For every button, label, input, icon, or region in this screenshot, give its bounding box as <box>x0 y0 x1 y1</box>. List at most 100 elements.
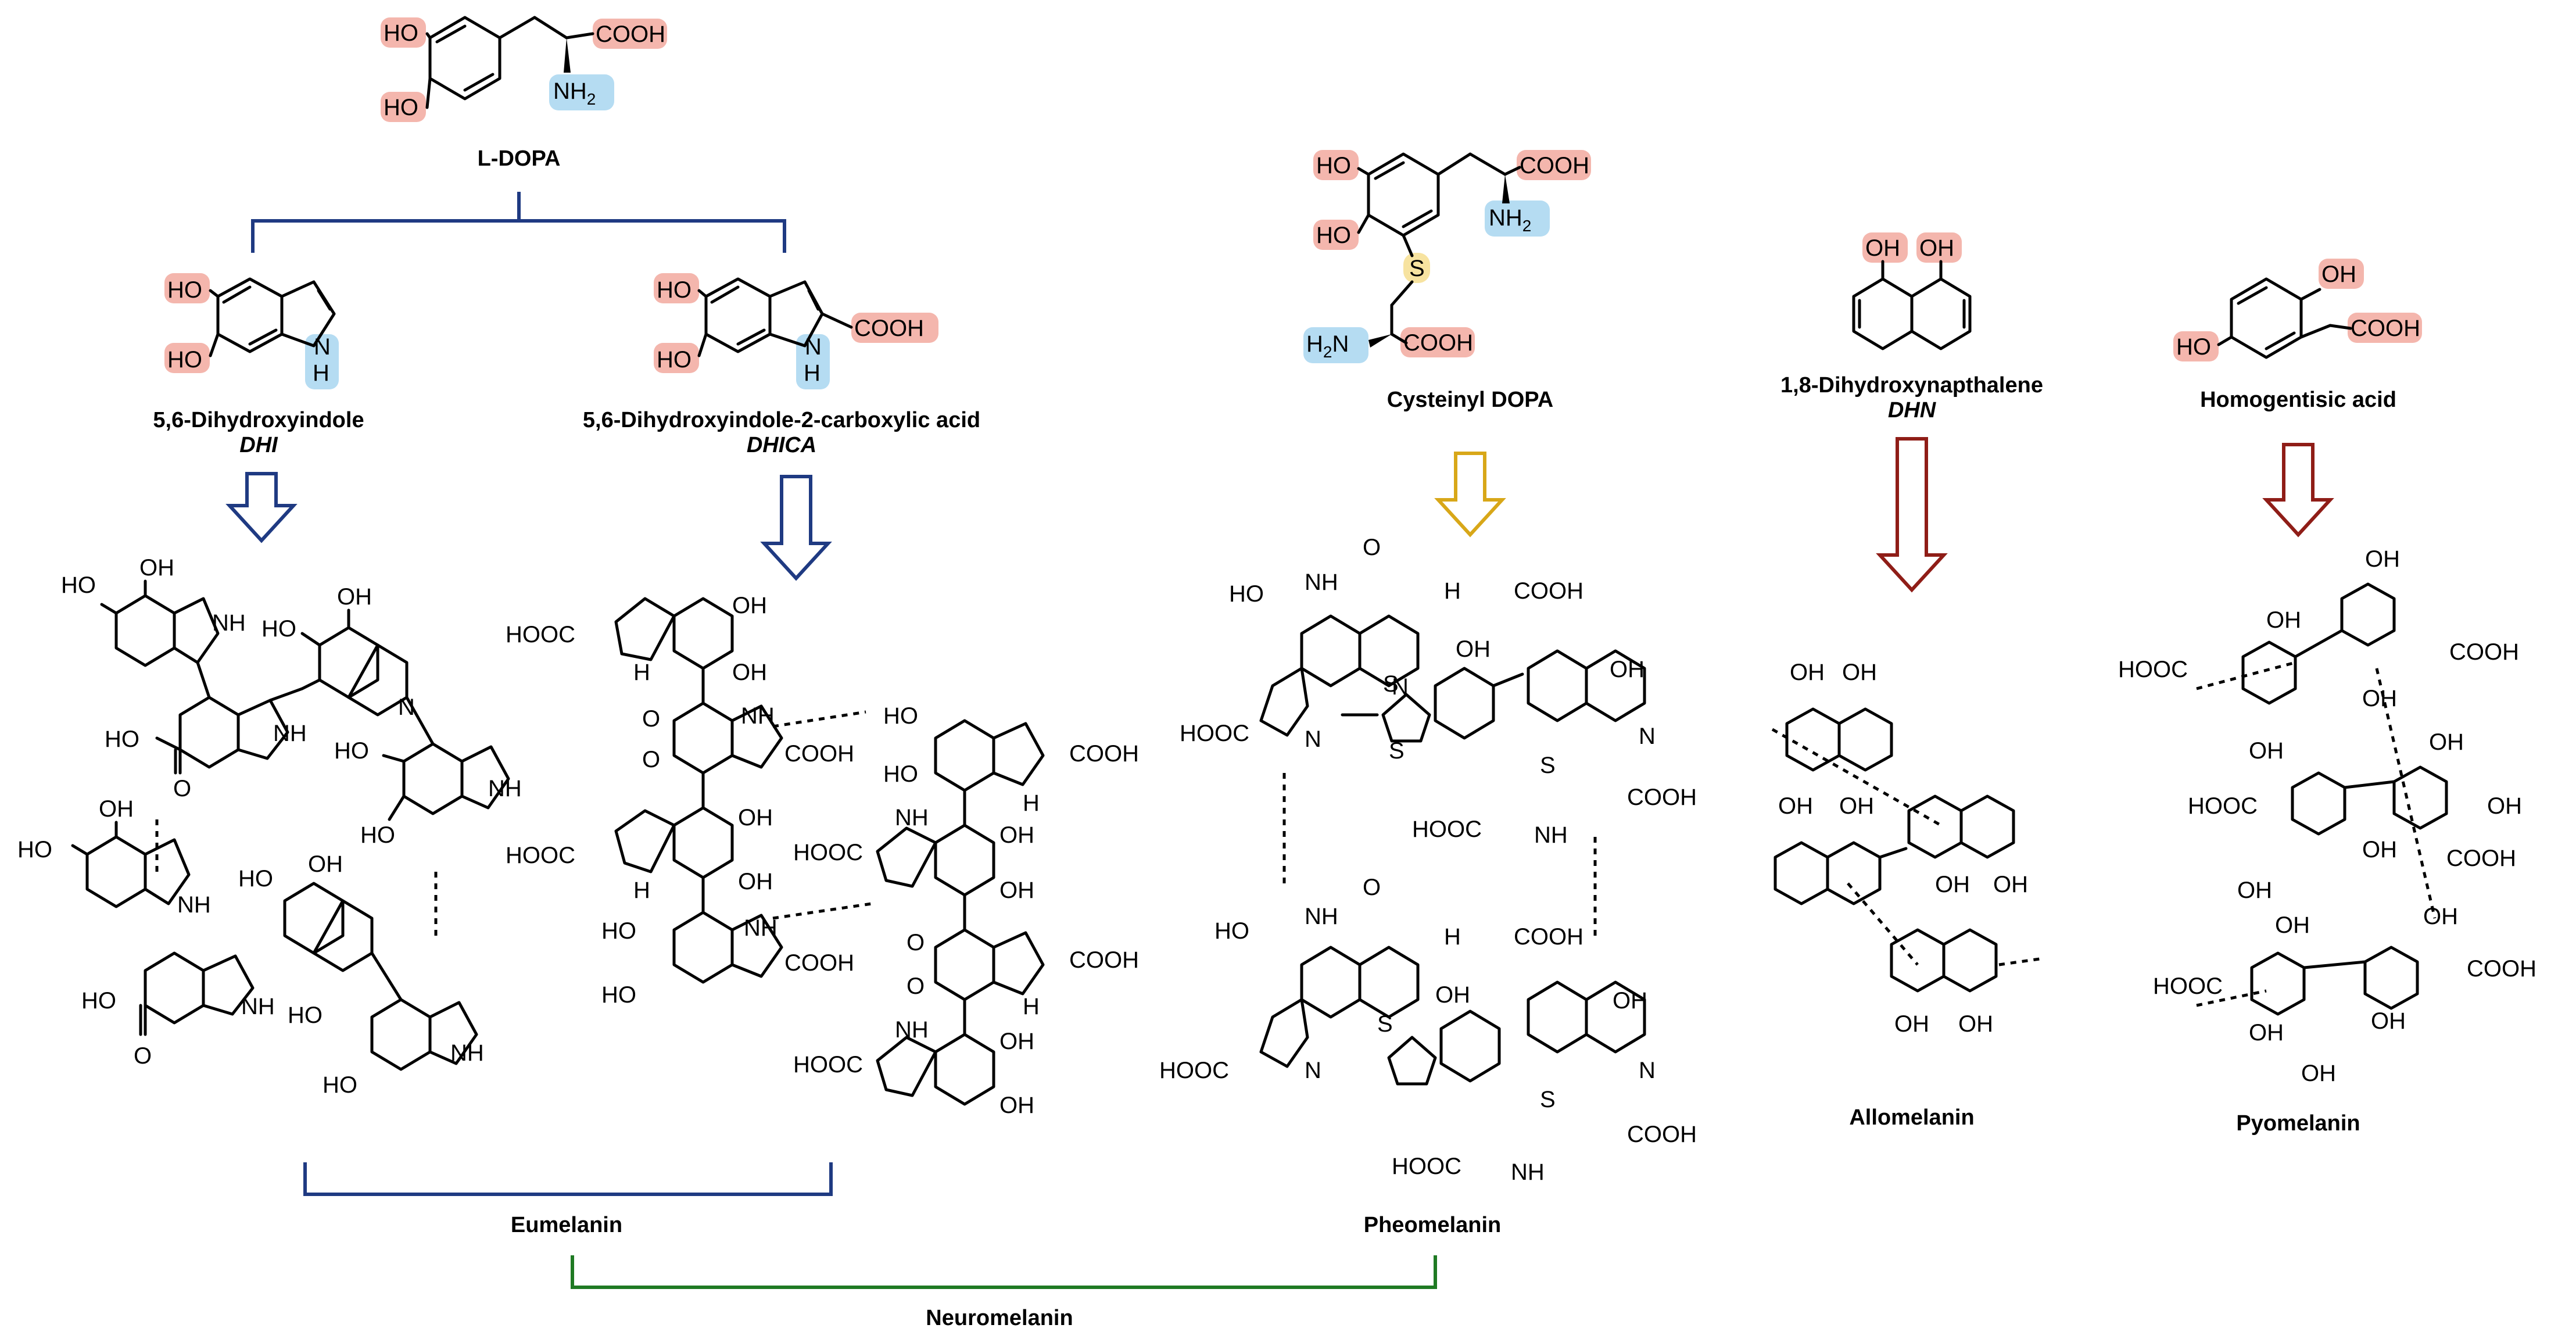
pyomelanin-label: Pyomelanin <box>2236 1111 2360 1136</box>
dhi-ho-label: HO <box>167 277 202 303</box>
nh-label: NH <box>273 721 307 746</box>
hydroxyl-highlight <box>1916 232 1962 263</box>
carboxyl-highlight <box>2348 313 2422 343</box>
dhn-oh-label: OH <box>1919 235 1954 261</box>
oh-label: OH <box>2423 904 2458 929</box>
oh-label: OH <box>1993 872 2028 897</box>
dhi-down-arrow <box>225 472 298 543</box>
hydroxyl-highlight <box>164 343 210 373</box>
h-label: H <box>633 878 650 903</box>
h-label: H <box>1023 994 1040 1019</box>
s-label: S <box>1540 1087 1556 1112</box>
oh-label: OH <box>1778 793 1813 819</box>
oh-label: OH <box>139 555 174 581</box>
oh-label: OH <box>1790 660 1825 685</box>
nh-label: NH <box>488 776 522 801</box>
o-label: O <box>173 776 191 801</box>
hydroxyl-highlight <box>381 17 426 48</box>
dhi-structure: HO HO N H 5,6-Dihydroxyindole DHI <box>153 273 364 457</box>
cooh-label: COOH <box>1069 741 1139 767</box>
dhn-oh-label: OH <box>1865 235 1900 261</box>
cooh-label: COOH <box>1627 785 1697 810</box>
dhn-ring <box>1852 277 1914 350</box>
nh-label: NH <box>241 994 275 1019</box>
ldopa-ring <box>428 16 501 101</box>
dhica-h-label: H <box>804 360 821 386</box>
nh-label: NH <box>895 805 929 830</box>
oh-label: OH <box>2362 686 2397 711</box>
hydroxyl-highlight <box>1313 220 1359 250</box>
cooh-label: COOH <box>2467 956 2536 982</box>
ldopa-name: L-DOPA <box>478 146 561 171</box>
cysdopa-ho-label: HO <box>1316 153 1351 178</box>
homogentisic-acid-structure: OH HO COOH Homogentisic acid <box>2173 259 2422 412</box>
oh-label: OH <box>732 660 767 685</box>
o-label: O <box>907 930 925 955</box>
o-label: O <box>1363 875 1381 900</box>
oh-label: OH <box>738 805 773 830</box>
dhi-h-label: H <box>313 360 329 386</box>
ldopa-ho-label: HO <box>384 20 418 46</box>
n-label: N <box>1392 674 1409 700</box>
dhi-abbr: DHI <box>239 433 278 457</box>
ho-label: HO <box>883 761 918 787</box>
o-label: O <box>1363 535 1381 560</box>
cooh-label: COOH <box>1514 578 1583 604</box>
s-label: S <box>1383 671 1399 697</box>
carboxyl-highlight <box>1400 327 1475 357</box>
ho-label: HO <box>323 1072 357 1098</box>
hga-ho-label: HO <box>2176 334 2211 360</box>
nh-label: NH <box>450 1040 484 1066</box>
oh-label: OH <box>2365 546 2400 572</box>
hooc-label: HOOC <box>2153 973 2223 999</box>
oh-label: OH <box>999 1029 1034 1054</box>
ho-label: HO <box>81 988 116 1014</box>
pyomelanin-oligomer: OH OH HOOC COOH OH OH OH HOOC OH OH OH C… <box>2118 546 2536 1086</box>
o-label: O <box>907 973 925 999</box>
cysdopa-ring <box>1367 152 1440 237</box>
oh-label: OH <box>2301 1061 2336 1086</box>
ho-label: HO <box>61 572 96 598</box>
hydroxyl-highlight <box>1862 232 1908 263</box>
dhi-name: 5,6-Dihydroxyindole <box>153 408 364 432</box>
dhn-abbr: DHN <box>1888 398 1937 423</box>
ho-label: HO <box>360 822 395 848</box>
oh-label: OH <box>1435 982 1470 1008</box>
hga-down-arrow <box>2262 443 2334 538</box>
dhn-down-arrow <box>1876 437 1948 593</box>
s-label: S <box>1377 1011 1393 1037</box>
cooh-label: COOH <box>1627 1122 1697 1147</box>
hooc-label: HOOC <box>1412 817 1482 842</box>
nh2-label: NH <box>1511 1159 1545 1185</box>
hydroxyl-highlight <box>654 273 699 303</box>
o-label: O <box>642 706 660 732</box>
eumelanin-branch-bracket <box>251 192 786 253</box>
amine-highlight <box>549 74 614 110</box>
dhica-name: 5,6-Dihydroxyindole-2-carboxylic acid <box>583 408 980 432</box>
oh-label: OH <box>1613 988 1647 1014</box>
cooh-label: COOH <box>784 950 854 976</box>
cysteinyl-dopa-structure: HO HO COOH NH2 S H2N COOH Cysteinyl DOPA <box>1303 150 1591 412</box>
eumelanin-dhi-oligomer: OH HO NH HO O NH OH HO N HO HO NH <box>17 555 522 1098</box>
nh-label: NH <box>1305 904 1338 929</box>
ho-label: HO <box>288 1003 323 1028</box>
oh-label: OH <box>2266 607 2301 633</box>
hydroxyl-highlight <box>654 343 699 373</box>
dhica-ho-label: HO <box>657 277 692 303</box>
allomelanin-label: Allomelanin <box>1849 1105 1974 1130</box>
hydroxyl-highlight <box>381 92 426 122</box>
pheomelanin-label: Pheomelanin <box>1364 1213 1502 1237</box>
dhi-ring <box>216 277 284 353</box>
hydroxyl-highlight <box>1313 150 1359 180</box>
cysdopa-cooh-label: COOH <box>1403 330 1473 356</box>
nh-label: NH <box>1305 570 1338 595</box>
hga-ring <box>2230 277 2303 359</box>
amine-highlight <box>1485 201 1550 237</box>
amine-highlight <box>305 334 339 389</box>
oh-label: OH <box>2487 793 2522 819</box>
oh-label: OH <box>2237 878 2272 903</box>
hooc-label: HOOC <box>793 840 863 865</box>
n-label: N <box>1639 1058 1656 1083</box>
eumelanin-label: Eumelanin <box>511 1213 622 1237</box>
